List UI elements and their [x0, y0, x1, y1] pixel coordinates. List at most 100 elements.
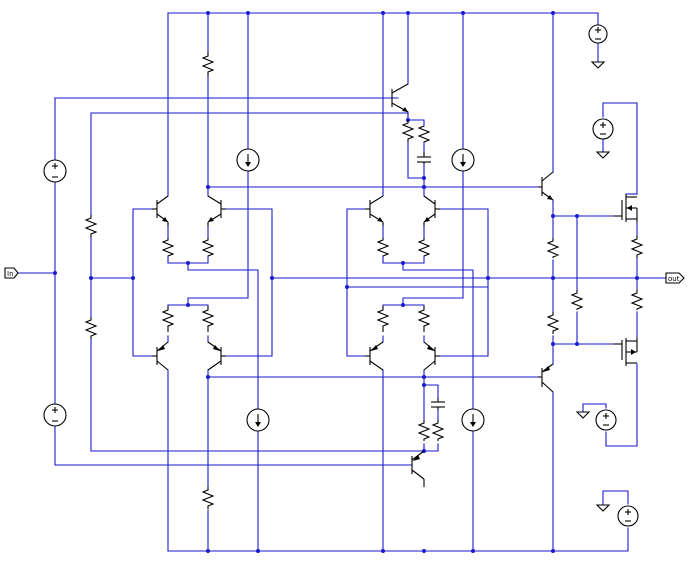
junction-dot	[461, 11, 465, 15]
wire-network	[17, 12, 667, 552]
junction-dot	[422, 375, 426, 379]
junction-dot	[131, 276, 135, 280]
junction-dot	[186, 261, 190, 265]
resistor	[376, 238, 390, 257]
resistor	[630, 290, 644, 310]
junction-dot	[422, 549, 426, 553]
junction-dot	[381, 549, 385, 553]
voltage-source	[617, 505, 639, 527]
pnp-transistor	[423, 341, 440, 371]
npn-transistor	[365, 195, 384, 226]
ground-symbol	[590, 61, 606, 69]
output-port-label: out	[668, 275, 680, 283]
capacitor	[417, 152, 431, 164]
fet-bot-supply-top	[582, 403, 607, 413]
resistor	[201, 487, 215, 509]
resistor	[161, 238, 175, 257]
junction-dot	[246, 11, 250, 15]
junction-dot	[206, 11, 210, 15]
junction-dot	[206, 185, 210, 189]
resistor	[84, 215, 98, 237]
right-cs-top-down	[402, 171, 464, 306]
transistors	[152, 83, 554, 487]
resistor	[417, 306, 431, 332]
junction-dot	[551, 549, 555, 553]
junction-dot	[471, 549, 475, 553]
current-source	[451, 148, 475, 172]
voltage-source	[592, 118, 614, 140]
resistor	[431, 420, 445, 441]
junction-dot	[186, 303, 190, 307]
voltage-source	[588, 24, 608, 44]
junction-dot	[551, 342, 555, 346]
input-port-label: In	[7, 270, 14, 278]
junction-dot	[345, 285, 349, 289]
junction-dot	[422, 176, 426, 180]
pnp-transistor	[365, 341, 384, 371]
pmos-transistor	[614, 338, 638, 366]
resistor	[84, 317, 98, 339]
junction-dot	[381, 11, 385, 15]
junction-dot	[406, 11, 410, 15]
junction-dot	[53, 271, 57, 275]
current-source	[246, 408, 270, 432]
resistor	[201, 52, 215, 76]
voltage-source	[595, 409, 617, 431]
voltage-sources	[43, 24, 639, 527]
voltage-source	[43, 159, 67, 183]
npn-transistor	[152, 195, 169, 226]
bottom-rail	[167, 527, 629, 552]
resistor	[546, 312, 560, 334]
resistor	[376, 306, 390, 332]
mosfets	[614, 194, 638, 366]
resistor	[201, 238, 215, 257]
top-rail	[167, 12, 599, 27]
left-block-frame-left	[132, 208, 153, 357]
junction-dot	[256, 549, 260, 553]
npn-transistor	[538, 171, 554, 201]
voltage-source	[43, 403, 67, 427]
left-block-frame-right	[225, 208, 273, 357]
junction-dot	[486, 276, 490, 280]
resistor	[630, 236, 644, 258]
junction-dot	[401, 261, 405, 265]
bias-bot-net	[423, 369, 439, 399]
pnp-transistor	[538, 363, 554, 393]
capacitor	[431, 398, 445, 410]
junction-dot	[575, 342, 579, 346]
resistor	[417, 125, 431, 143]
junction-dot	[635, 276, 639, 280]
bias-top-net2	[407, 141, 425, 197]
right-block-frame-right	[439, 208, 489, 357]
nmos-transistor	[614, 194, 638, 222]
junction-dot	[422, 383, 426, 387]
junction-dot	[551, 276, 555, 280]
junction-dot	[422, 185, 426, 189]
junction-dot	[575, 214, 579, 218]
input-port: In	[4, 267, 19, 279]
npn-transistor	[423, 195, 440, 226]
resistor	[161, 306, 175, 332]
resistors	[84, 52, 644, 509]
ground-symbol	[575, 411, 591, 419]
resistor	[417, 238, 431, 257]
current-sources	[236, 148, 485, 432]
grounds	[575, 61, 611, 512]
bias-top-net	[407, 111, 425, 127]
ground-symbol	[595, 504, 611, 512]
bot-supply-gnd	[602, 490, 629, 506]
output-port: out	[665, 272, 685, 284]
junction-dots	[53, 11, 639, 553]
capacitors	[417, 152, 445, 410]
right-cs-bot-link	[402, 262, 474, 409]
junction-dot	[551, 11, 555, 15]
right-block-frame-left	[346, 208, 366, 357]
fet-bot-drain	[605, 363, 638, 447]
current-source	[236, 148, 260, 172]
resistor	[201, 306, 215, 332]
junction-dot	[206, 375, 210, 379]
junction-dot	[206, 549, 210, 553]
resistor	[417, 420, 431, 441]
